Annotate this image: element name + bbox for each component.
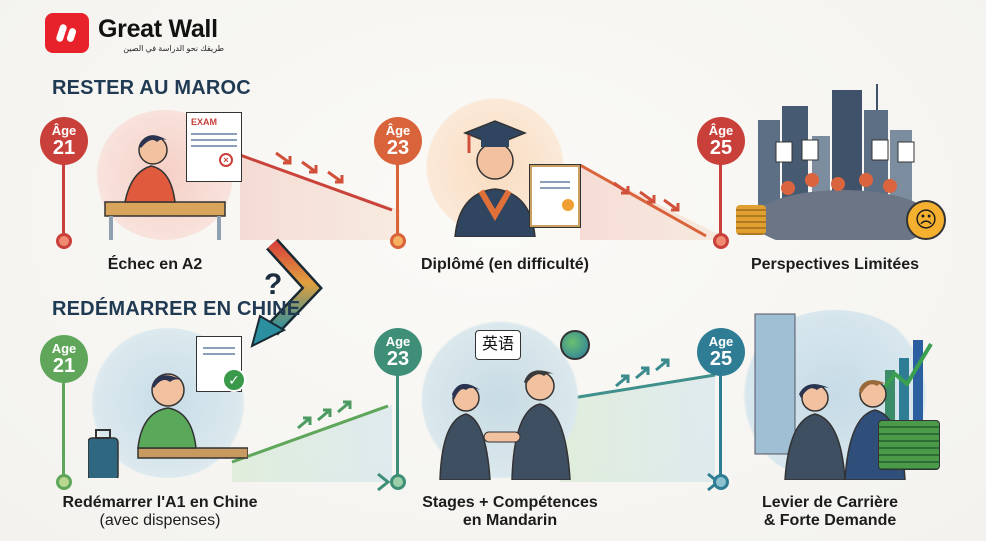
step-label: Échec en A2 [107,256,203,273]
step-label: Redémarrer l'A1 en Chine (avec dispenses… [40,494,280,531]
step-label-sub: & Forte Demande [763,512,897,530]
age-badge: Age 23 [374,328,422,376]
step-label-main: Levier de Carrière [761,494,899,511]
timeline-stem [396,164,399,234]
age-value: 25 [709,137,733,159]
timeline-stem [62,382,65,476]
timeline-stem [62,164,65,234]
age-value: 21 [52,355,76,377]
money-stack-icon [878,420,940,470]
exam-paper-icon: EXAM × [186,112,242,182]
angry-face-icon: ☹ [906,200,946,240]
crowd-job-seekers-city-icon [748,80,938,250]
speech-bubble-icon: 英语 [475,330,521,360]
age-value: 21 [52,137,76,159]
timeline-node [56,474,72,490]
globe-icon [560,330,590,360]
brand-name: Great Wall [98,15,218,43]
age-value: 23 [386,348,410,370]
handshake-mandarin-icon [420,320,580,481]
timeline-node [390,233,406,249]
step-label: Diplômé (en difficulté) [421,256,589,273]
age-badge: Age 25 [697,328,745,376]
timeline-stem [719,375,722,475]
career-success-money-icon [735,310,935,481]
age-badge: Âge 21 [40,117,88,165]
age-prefix: Age [51,341,77,356]
age-prefix: Âge [385,123,411,138]
check-icon: ✓ [222,368,246,392]
step-label: Perspectives Limitées [750,256,920,273]
signed-document-icon [196,336,242,392]
timeline-node [713,233,729,249]
section-title-china: REDÉMARRER EN CHINE [52,298,301,320]
step-label: Levier de Carrière & Forte Demande [730,494,930,531]
step-label: Stages + Compétences en Mandarin [380,494,640,531]
step-label-main: Stages + Compétences [422,494,598,511]
coins-icon [736,205,766,235]
timeline-stem [719,164,722,234]
timeline-stem [396,375,399,475]
age-prefix: Âge [51,123,77,138]
age-badge: Âge 25 [697,117,745,165]
diploma-icon [529,164,581,228]
age-value: 23 [386,137,410,159]
timeline-node [56,233,72,249]
age-prefix: Age [385,334,411,349]
exam-text: EXAM [191,117,218,127]
age-prefix: Age [708,334,734,349]
section-title-morocco: RESTER AU MAROC [52,77,251,99]
age-badge: Âge 23 [374,117,422,165]
brand-tagline: طريقك نحو الدراسة في الصين [123,44,224,53]
step-label-main: Redémarrer l'A1 en Chine [62,494,258,511]
step-label-sub: (avec dispenses) [99,512,221,530]
age-value: 25 [709,348,733,370]
timeline-node [713,474,729,490]
brand-logo-icon [45,13,89,53]
age-prefix: Âge [708,123,734,138]
step-label-sub: en Mandarin [462,512,558,530]
age-badge: Age 21 [40,335,88,383]
timeline-node [390,474,406,490]
question-mark-icon: ? [264,268,283,301]
